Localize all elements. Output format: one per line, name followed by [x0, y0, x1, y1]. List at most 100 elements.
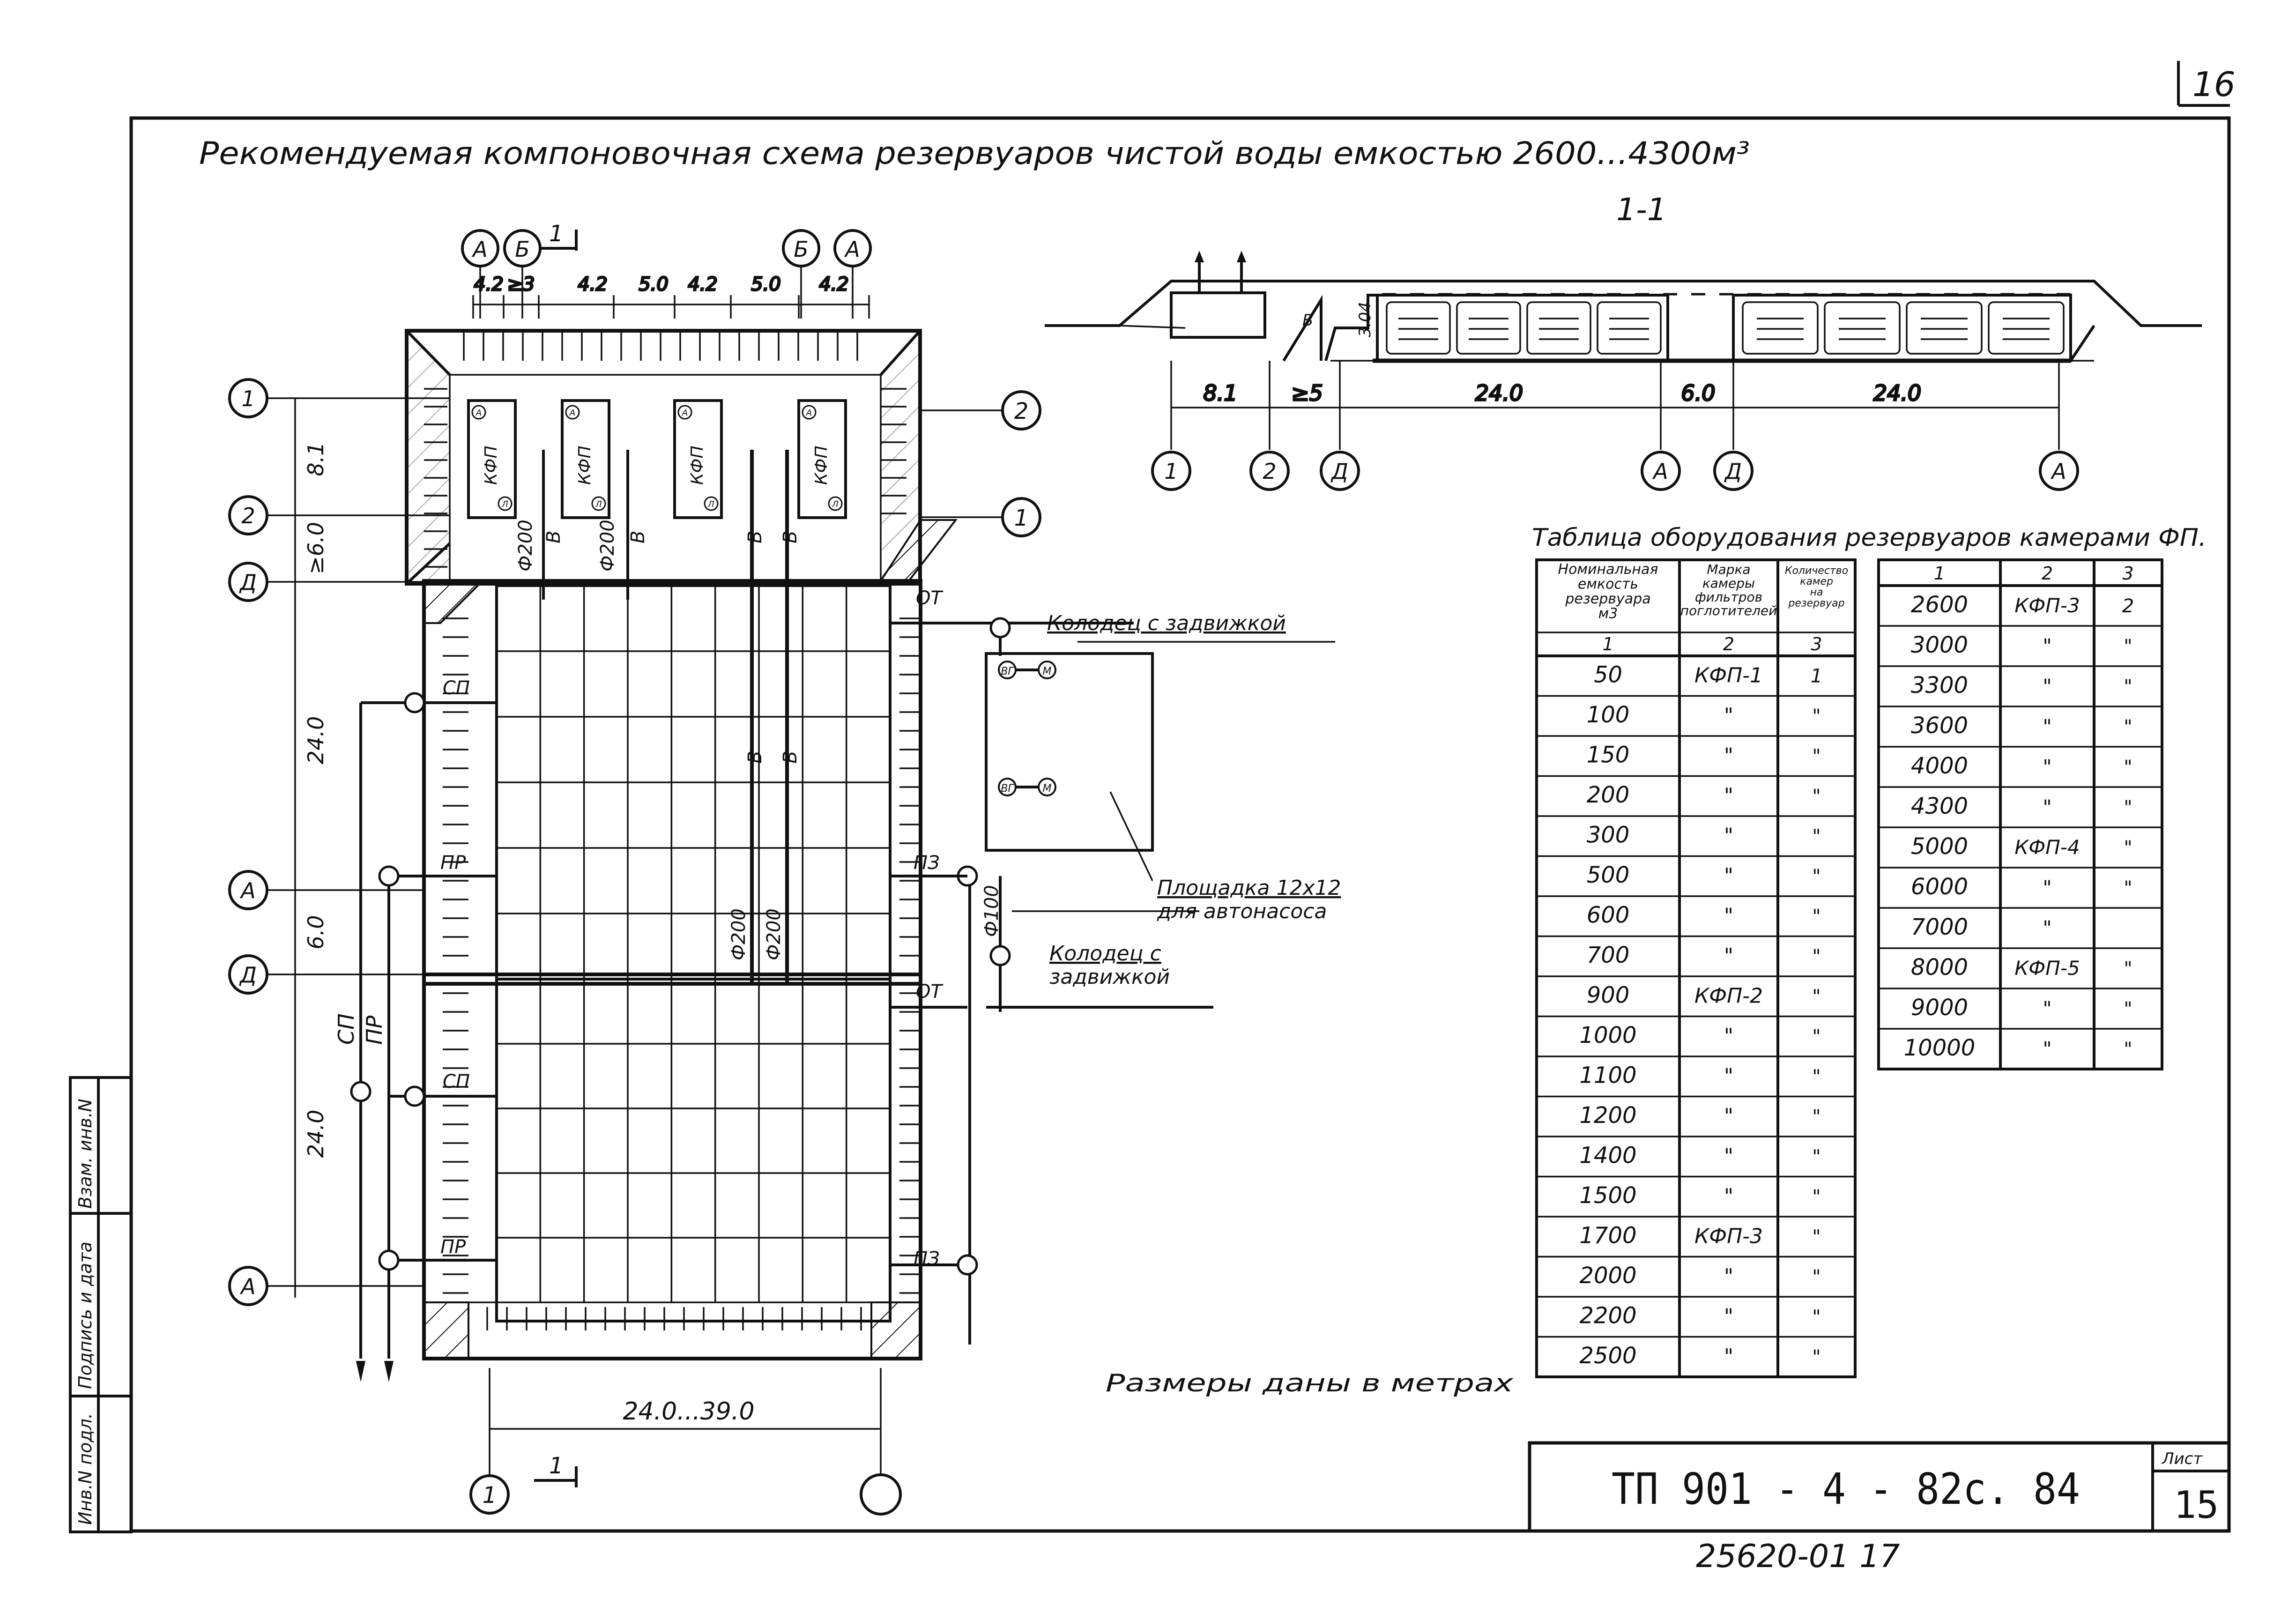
table-right-row-5-model: ": [2043, 795, 2051, 818]
table-row-17-count: ": [1812, 1346, 1820, 1368]
mid-pipe-label-0: В: [744, 751, 766, 764]
table-right-row-10-capacity: 9000: [1911, 995, 1968, 1021]
section-axis-bubble-1: [1249, 451, 1290, 491]
section-mark-top: [539, 230, 578, 251]
pipe-label-5: В: [780, 531, 801, 543]
corner-number: 16: [2192, 65, 2236, 104]
left-axis-label-0: 1: [241, 386, 255, 411]
equipment-table-left: [1535, 558, 1857, 1378]
bottom-dimension: 24.0...39.0: [623, 1397, 754, 1426]
table-right-row-0-count: 2: [2122, 595, 2134, 617]
mid-pipe-label-3: Ф200: [763, 908, 785, 960]
chamber-1-label: КФП: [575, 446, 594, 485]
pipe-label-0: Ф200: [515, 520, 536, 572]
mid-pipe-label-1: В: [780, 751, 801, 764]
table-row-4-capacity: 300: [1587, 822, 1630, 848]
top-dim-3: 5.0: [639, 274, 669, 295]
right-axis-label-1: 1: [1014, 505, 1029, 531]
top-axis-label-0: А: [471, 237, 487, 262]
chamber-1-mark-b: Л: [595, 499, 602, 509]
pipe-label-2: Ф200: [597, 520, 618, 572]
title-block: [1528, 1441, 2231, 1533]
table-row-7-capacity: 700: [1587, 942, 1630, 968]
table-row-2-model: ": [1724, 743, 1733, 767]
section-dim-2: 24.0: [1475, 380, 1523, 406]
stamp-signature-date: Подпись и дата: [75, 1241, 96, 1389]
table-row-10-capacity: 1100: [1579, 1062, 1636, 1088]
table-right-row-8-capacity: 7000: [1911, 914, 1968, 940]
chamber-3-mark-b: Л: [832, 499, 839, 509]
top-dim-5: 5.0: [751, 274, 781, 295]
table-row-3-count: ": [1812, 786, 1820, 807]
table-right-row-9-count: ": [2124, 958, 2132, 980]
table-row-1-count: ": [1812, 706, 1820, 727]
section-dim-1: ≥5: [1291, 380, 1323, 406]
section-axis-bubble-2: [1320, 451, 1360, 491]
table-row-16-model: ": [1724, 1304, 1733, 1328]
table-row-1-capacity: 100: [1587, 702, 1630, 728]
table-right-row-11-model: ": [2043, 1037, 2051, 1060]
chamber-3-label: КФП: [812, 446, 831, 485]
table-right-row-7-capacity: 6000: [1911, 874, 1968, 900]
side-label-right-1: ПЗ: [914, 852, 940, 874]
table-row-11-capacity: 1200: [1579, 1102, 1636, 1129]
left-axis-label-3: А: [239, 878, 255, 903]
sheet-number: 15: [2174, 1483, 2219, 1527]
section-axis-label-0: 1: [1164, 459, 1178, 484]
side-label-left-0: СП: [443, 677, 470, 699]
table-row-0-model: КФП-1: [1694, 663, 1763, 687]
table-right-row-1-model: ": [2043, 634, 2051, 657]
table-row-9-capacity: 1000: [1579, 1022, 1636, 1048]
table-row-5-capacity: 500: [1587, 862, 1630, 888]
chamber-0-label: КФП: [482, 446, 501, 485]
section-mark-bottom-label: 1: [549, 1453, 564, 1479]
table-row-15-model: ": [1724, 1264, 1733, 1288]
section-mark-top-label: 1: [549, 221, 564, 247]
valve-well-2b: задвижкой: [1049, 965, 1170, 989]
sheet-frame: [129, 61, 2231, 1533]
table-row-12-capacity: 1400: [1579, 1142, 1636, 1168]
table-right-row-6-count: ": [2124, 837, 2132, 859]
side-label-left-1: ПР: [440, 852, 466, 874]
table-row-4-count: ": [1812, 825, 1820, 847]
table-row-2-count: ": [1812, 745, 1820, 767]
table-right-row-11-capacity: 10000: [1904, 1035, 1976, 1061]
left-axis-label-2: Д: [239, 570, 257, 595]
table-right-row-3-model: ": [2043, 715, 2051, 738]
pipe-label-3: В: [627, 531, 649, 543]
table-right-row-1-count: ": [2124, 636, 2132, 657]
side-label-left-3: ПР: [440, 1236, 466, 1258]
table-right-row-6-model: КФП-4: [2014, 836, 2080, 859]
left-axis-label-1: 2: [241, 503, 255, 528]
table-row-3-capacity: 200: [1587, 782, 1630, 808]
left-axis-label-5: А: [239, 1274, 255, 1299]
section-axis-bubble-3: [1641, 451, 1681, 491]
top-axis-label-1: Б: [515, 237, 530, 262]
stamp-replace-inv: Взам. инв.N: [75, 1099, 96, 1209]
section-label: 1-1: [1616, 192, 1667, 228]
riser-label-sp: СП: [334, 1013, 359, 1045]
side-label-right-0: ОТ: [916, 587, 944, 609]
pipe-d100: Ф100: [981, 885, 1003, 937]
section-axis-label-3: А: [1652, 459, 1668, 484]
section-dim-3: 6.0: [1681, 380, 1715, 406]
table-right-row-5-capacity: 4300: [1911, 793, 1968, 819]
table-row-11-count: ": [1812, 1106, 1820, 1128]
table-right-row-11-count: ": [2124, 1039, 2132, 1060]
table-row-5-model: ": [1724, 864, 1733, 888]
section-axis-bubble-4: [1713, 451, 1754, 491]
table-right-row-8-model: ": [2043, 916, 2051, 939]
table-row-8-count: ": [1812, 986, 1820, 1007]
top-dim-6: 4.2: [819, 274, 849, 295]
table-right-row-7-model: ": [2043, 876, 2051, 899]
chamber-0-mark-a: А: [476, 408, 482, 418]
mid-pipe-label-2: Ф200: [728, 908, 750, 960]
table-right-row-0-model: КФП-3: [2014, 594, 2080, 617]
table-right-row-4-count: ": [2124, 757, 2132, 778]
